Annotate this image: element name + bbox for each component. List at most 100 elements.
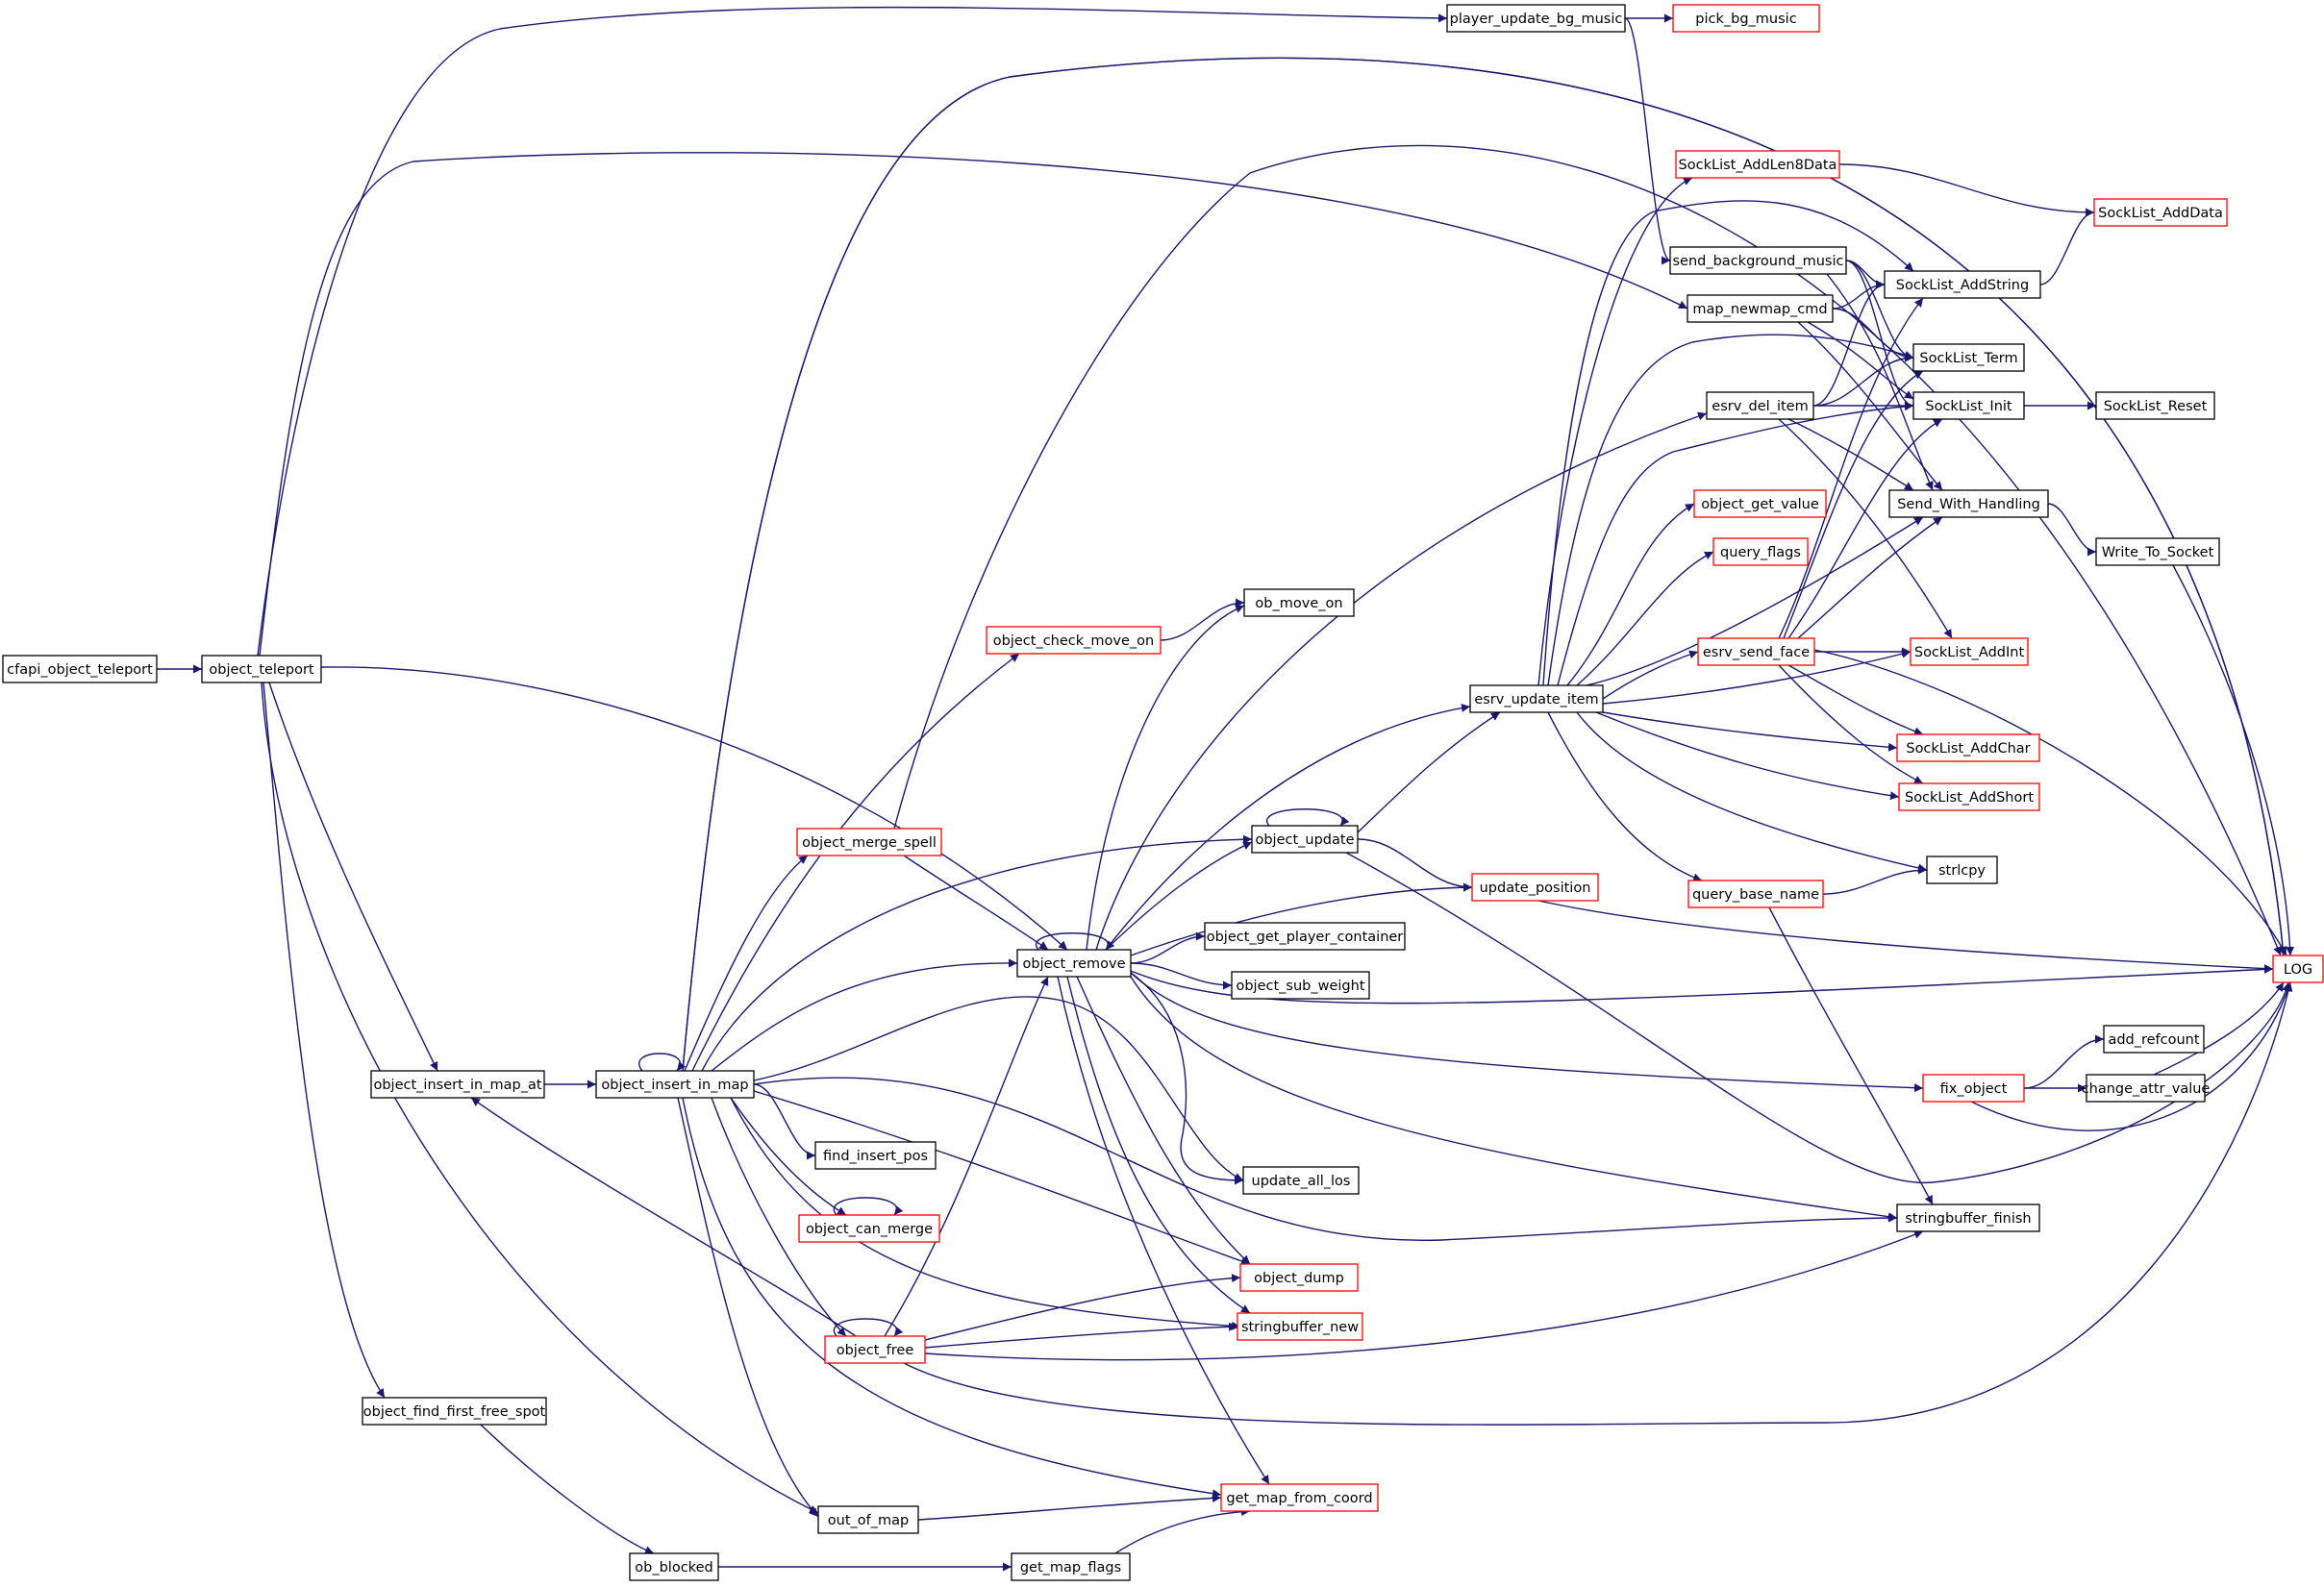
function-node-n47[interactable]: out_of_map — [817, 1505, 919, 1534]
node-box — [1016, 949, 1132, 978]
call-edge-n22-n8 — [1542, 200, 1914, 686]
call-edge-n1-n2 — [257, 6, 1448, 657]
node-box — [1251, 825, 1359, 854]
function-node-n43[interactable]: stringbuffer_new — [1237, 1312, 1363, 1341]
function-node-n17[interactable]: Write_To_Socket — [2095, 537, 2220, 566]
function-node-n40[interactable]: stringbuffer_finish — [1896, 1203, 2040, 1232]
function-node-n23[interactable]: SockList_AddChar — [1896, 733, 2040, 762]
function-node-n35[interactable]: object_insert_in_map — [595, 1070, 755, 1099]
call-edge-n26-n4 — [1345, 852, 2291, 1183]
function-node-n5[interactable]: SockList_AddLen8Data — [1675, 150, 1840, 179]
call-edge-n20-n12 — [1787, 418, 1943, 639]
function-node-n29[interactable]: query_base_name — [1687, 880, 1824, 908]
function-node-n25[interactable]: object_merge_spell — [796, 828, 942, 856]
function-node-n2[interactable]: player_update_bg_music — [1446, 4, 1626, 33]
call-edge-n31-n4 — [1130, 964, 2274, 1005]
function-node-n12[interactable]: SockList_Init — [1912, 391, 2025, 420]
call-edge-n35-n26 — [701, 834, 1253, 1072]
call-edge-n31-n39 — [1130, 972, 1244, 1185]
node-label: change_attr_value — [2082, 1081, 2211, 1097]
node-box — [629, 1552, 719, 1581]
node-label: object_free — [837, 1343, 914, 1358]
function-node-n26[interactable]: object_update — [1251, 825, 1359, 854]
function-node-n39[interactable]: update_all_los — [1242, 1166, 1360, 1195]
node-box — [2103, 1025, 2205, 1054]
function-node-n9[interactable]: map_newmap_cmd — [1687, 294, 1834, 323]
function-node-n11[interactable]: esrv_del_item — [1706, 391, 1814, 420]
function-node-n22[interactable]: esrv_update_item — [1469, 684, 1604, 713]
function-node-n20[interactable]: esrv_send_face — [1697, 637, 1815, 666]
function-node-n27[interactable]: strlcpy — [1926, 856, 1998, 884]
call-edge-n35-n43 — [730, 1097, 1241, 1330]
call-edge-n31-n42 — [1076, 976, 1251, 1265]
function-node-n1[interactable]: object_teleport — [201, 655, 322, 683]
function-node-n44[interactable]: object_free — [824, 1335, 926, 1364]
function-node-n32[interactable]: object_sub_weight — [1231, 971, 1370, 1000]
function-node-n36[interactable]: fix_object — [1922, 1074, 2025, 1103]
node-label: object_get_player_container — [1207, 930, 1404, 945]
node-label: out_of_map — [828, 1513, 909, 1528]
call-edge-n7-n8 — [1845, 260, 1886, 289]
call-edge-n31-n28 — [1130, 882, 1473, 956]
function-node-n37[interactable]: change_attr_value — [2082, 1074, 2211, 1103]
node-label: esrv_del_item — [1712, 399, 1808, 414]
function-node-n38[interactable]: find_insert_pos — [814, 1141, 937, 1170]
function-node-n16[interactable]: query_flags — [1712, 537, 1809, 566]
call-edge-n11-n8 — [1812, 280, 1886, 407]
function-node-n46[interactable]: get_map_from_coord — [1220, 1483, 1379, 1512]
function-node-n41[interactable]: object_can_merge — [798, 1214, 940, 1243]
function-node-n15[interactable]: Send_With_Handling — [1888, 489, 2049, 518]
function-node-n45[interactable]: object_find_first_free_spot — [362, 1397, 547, 1426]
node-label: add_refcount — [2108, 1032, 2199, 1048]
node-box — [1675, 150, 1840, 179]
call-edge-n35-n38 — [753, 1083, 816, 1160]
function-node-n49[interactable]: get_map_flags — [1011, 1552, 1131, 1581]
call-edge-n20-n4 — [1813, 649, 2287, 956]
call-edge-n26-n22 — [1357, 711, 1501, 833]
function-node-n19[interactable]: ob_move_on — [1243, 588, 1355, 617]
function-node-n10[interactable]: SockList_Term — [1912, 343, 2025, 372]
call-edge-n22-n15 — [1586, 516, 1924, 686]
node-label: object_check_move_on — [993, 633, 1154, 649]
call-edge-n1-n9 — [259, 152, 1688, 657]
node-box — [1469, 684, 1604, 713]
function-node-n31[interactable]: object_remove — [1016, 949, 1132, 978]
node-label: player_update_bg_music — [1450, 12, 1623, 27]
call-edge-n36-n4 — [1970, 981, 2292, 1131]
function-node-n3[interactable]: pick_bg_music — [1672, 4, 1820, 33]
call-edge-n22-n20 — [1602, 650, 1699, 700]
function-node-n21[interactable]: SockList_AddInt — [1910, 637, 2029, 666]
node-label: get_map_flags — [1020, 1560, 1121, 1576]
node-label: SockList_AddString — [1896, 278, 2029, 293]
function-node-n13[interactable]: SockList_Reset — [2095, 391, 2215, 420]
function-node-n6[interactable]: SockList_AddData — [2093, 198, 2228, 227]
function-node-n0[interactable]: cfapi_object_teleport — [2, 655, 158, 683]
call-edge-n22-n10 — [1547, 334, 1914, 686]
function-node-n48[interactable]: ob_blocked — [629, 1552, 719, 1581]
node-box — [2095, 391, 2215, 420]
node-box — [1446, 4, 1626, 33]
node-label: object_remove — [1023, 956, 1126, 972]
function-node-n33[interactable]: add_refcount — [2103, 1025, 2205, 1054]
call-edge-n31-n11 — [1095, 411, 1708, 951]
node-label: pick_bg_music — [1695, 12, 1796, 27]
node-label: object_find_first_free_spot — [363, 1404, 546, 1420]
function-node-n7[interactable]: send_background_music — [1669, 246, 1847, 275]
function-node-n18[interactable]: object_check_move_on — [986, 626, 1162, 655]
function-node-n4[interactable]: LOG — [2272, 955, 2324, 983]
node-box — [1220, 1483, 1379, 1512]
function-node-n30[interactable]: object_get_player_container — [1204, 922, 1406, 951]
call-edge-n9-n12 — [1807, 321, 1914, 400]
node-label: SockList_AddShort — [1905, 790, 2034, 806]
function-node-n28[interactable]: update_position — [1471, 873, 1599, 902]
function-node-n8[interactable]: SockList_AddString — [1884, 270, 2041, 299]
call-edge-n1-n34 — [268, 682, 438, 1072]
call-edge-n15-n17 — [2047, 503, 2097, 557]
function-node-n42[interactable]: object_dump — [1239, 1263, 1359, 1292]
node-box — [201, 655, 322, 683]
call-edge-n44-n34 — [470, 1097, 857, 1337]
function-node-n24[interactable]: SockList_AddShort — [1898, 782, 2040, 811]
function-node-n34[interactable]: object_insert_in_map_at — [370, 1070, 545, 1099]
function-node-n14[interactable]: object_get_value — [1693, 489, 1827, 518]
